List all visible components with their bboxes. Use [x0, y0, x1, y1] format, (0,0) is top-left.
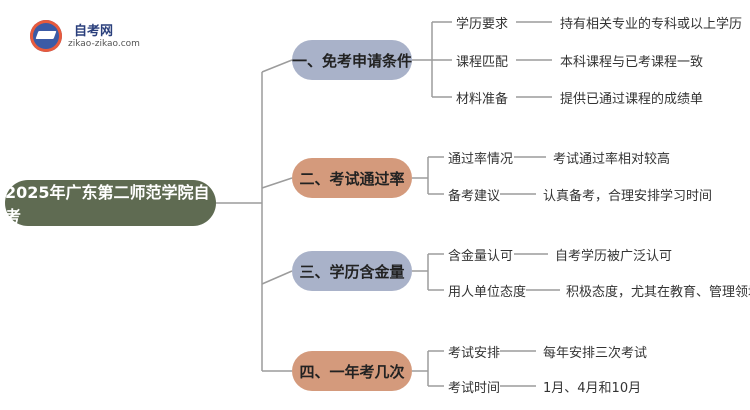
leaf-label: 考试安排 [448, 346, 501, 361]
leaf-detail: 认真备考，合理安排学习时间 [543, 189, 713, 204]
leaf-label: 考试时间 [448, 381, 501, 396]
branch-exam-frequency: 四、一年考几次 [292, 351, 412, 391]
leaf-detail: 提供已通过课程的成绩单 [560, 92, 704, 107]
branch-value: 三、学历含金量 [292, 251, 412, 291]
leaf-detail: 1月、4月和10月 [543, 381, 642, 396]
branch-exemption: 一、免考申请条件 [292, 40, 412, 80]
leaf-label: 含金量认可 [448, 249, 514, 264]
root-node: 2025年广东第二师范学院自考 [5, 180, 216, 226]
leaf-detail: 持有相关专业的专科或以上学历 [560, 17, 743, 32]
logo-title: 自考网 [74, 24, 114, 39]
leaf-label: 用人单位态度 [448, 285, 527, 300]
leaf-detail: 积极态度，尤其在教育、管理领域 [566, 285, 750, 300]
leaf-detail: 本科课程与已考课程一致 [560, 55, 704, 70]
graduation-cap-icon [30, 20, 62, 52]
leaf-label: 通过率情况 [448, 152, 514, 167]
leaf-label: 课程匹配 [456, 55, 509, 70]
logo-subtitle: zikao-zikao.com [68, 39, 140, 49]
leaf-detail: 每年安排三次考试 [543, 346, 648, 361]
leaf-detail: 自考学历被广泛认可 [555, 249, 673, 264]
site-logo[interactable]: 自考网 zikao-zikao.com [30, 18, 150, 58]
leaf-label: 材料准备 [456, 92, 509, 107]
branch-pass-rate: 二、考试通过率 [292, 158, 412, 198]
leaf-detail: 考试通过率相对较高 [553, 152, 671, 167]
leaf-label: 学历要求 [456, 17, 509, 32]
leaf-label: 备考建议 [448, 189, 501, 204]
